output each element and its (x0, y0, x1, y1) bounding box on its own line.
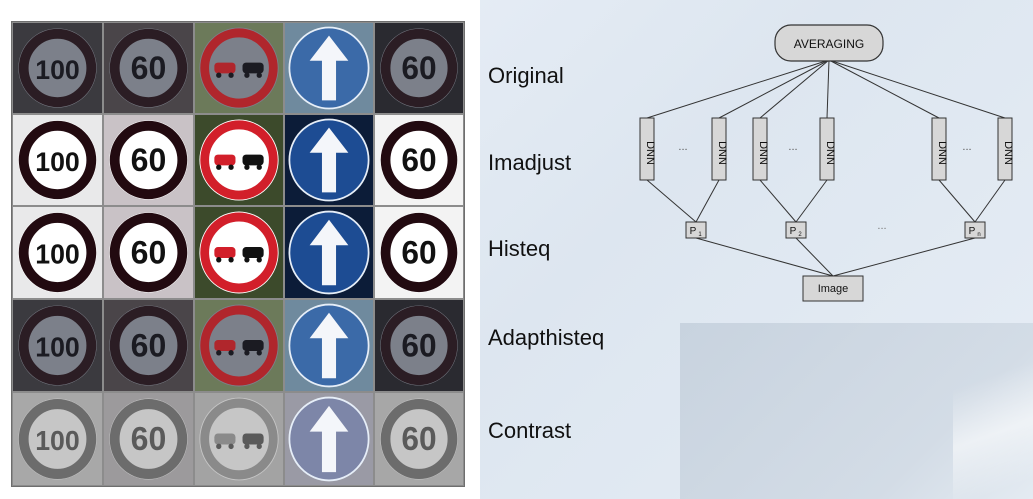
ellipsis-text: ... (788, 141, 797, 153)
svg-text:60: 60 (131, 50, 167, 86)
sign-image-r2-c5: 60 (375, 115, 463, 205)
image-node (802, 275, 864, 302)
sign-image-r1-c1: 100 (13, 23, 102, 113)
link-line (795, 179, 828, 223)
link-line (795, 237, 834, 277)
sign-image-r1-c5: 60 (375, 23, 463, 113)
image-label: Image (818, 283, 849, 295)
sign-image-r2-c4 (285, 115, 373, 205)
svg-text:60: 60 (401, 49, 436, 85)
dnn-label: DNN (1002, 141, 1014, 165)
sign-image-r5-c4 (285, 393, 373, 485)
preprocess-subscript: 2 (798, 232, 802, 238)
row-label-histeq: Histeq (488, 236, 551, 261)
link-line (828, 59, 1006, 119)
svg-text:100: 100 (35, 239, 80, 269)
dnn-label: DNN (716, 141, 728, 165)
grid-frame: 100 60 60 100 60 60 100 60 60 100 60 60 100 60 60 (12, 22, 464, 486)
link-line (759, 179, 797, 223)
row-label-contrast: Contrast (488, 418, 572, 443)
svg-text:100: 100 (35, 332, 80, 362)
row-label-imadjust: Imadjust (488, 150, 572, 175)
dnn-node (711, 117, 727, 181)
dnn-node (639, 117, 655, 181)
link-line (826, 59, 830, 119)
ensemble-diagram: AVERAGING DNN DNN DNN DNN DNN DNN............ P… (620, 0, 1033, 320)
dnn-node (752, 117, 768, 181)
preprocess-label: P (790, 226, 797, 237)
row-label-adapthisteq: Adapthisteq (488, 325, 605, 350)
svg-text:100: 100 (35, 147, 80, 177)
sign-image-r5-c2: 60 (104, 393, 193, 485)
averaging-label: AVERAGING (794, 37, 864, 51)
sign-image-r3-c3 (195, 207, 283, 298)
svg-text:60: 60 (401, 327, 436, 364)
dnn-node (997, 117, 1013, 181)
sign-image-r1-c3 (195, 23, 283, 113)
sign-image-r4-c1: 100 (13, 300, 102, 391)
svg-text:60: 60 (401, 141, 436, 177)
dnn-node (931, 117, 947, 181)
link-line (938, 179, 976, 223)
preprocess-node (964, 221, 986, 239)
preprocess-subscript: n (977, 232, 980, 238)
svg-text:100: 100 (35, 425, 80, 457)
sign-image-r4-c4 (285, 300, 373, 391)
preprocessing-labels: Original Imadjust Histeq Adapthisteq Con… (488, 0, 658, 499)
dnn-label: DNN (757, 141, 769, 165)
svg-text:60: 60 (131, 421, 167, 458)
link-line (718, 59, 830, 119)
background-stripe (953, 330, 1033, 499)
link-line (828, 59, 940, 119)
preprocess-node (685, 221, 707, 239)
link-line (759, 59, 830, 119)
svg-text:60: 60 (131, 142, 167, 178)
ensemble-diagram-svg: AVERAGING DNN DNN DNN DNN DNN DNN............ P… (639, 24, 1014, 302)
sign-image-r5-c5: 60 (375, 393, 463, 485)
link-line (974, 179, 1006, 223)
preprocess-label: P (690, 226, 697, 237)
sign-image-r2-c3 (195, 115, 283, 205)
ellipsis-text: ... (877, 220, 886, 232)
sign-image-r1-c2: 60 (104, 23, 193, 113)
link-line (646, 179, 697, 223)
sign-image-r4-c3 (195, 300, 283, 391)
dnn-label: DNN (824, 141, 836, 165)
link-line (695, 179, 720, 223)
ellipsis-text: ... (962, 141, 971, 153)
svg-text:60: 60 (401, 420, 436, 457)
link-line (695, 237, 834, 277)
link-line (646, 59, 830, 119)
svg-text:60: 60 (131, 234, 167, 270)
sign-image-r5-c1: 100 (13, 393, 102, 485)
preprocess-node (785, 221, 807, 239)
sign-image-r4-c5: 60 (375, 300, 463, 391)
link-line (832, 237, 976, 277)
sign-image-r2-c1: 100 (13, 115, 102, 205)
averaging-node (774, 24, 884, 62)
svg-text:60: 60 (401, 234, 436, 271)
sign-image-r3-c1: 100 (13, 207, 102, 298)
sign-image-r1-c4 (285, 23, 373, 113)
row-label-original: Original (488, 63, 564, 88)
sign-image-r2-c2: 60 (104, 115, 193, 205)
traffic-sign-grid: 100 60 60 100 60 60 100 60 60 100 60 60 100 60 60 (0, 0, 480, 499)
preprocess-label: P (969, 226, 976, 237)
sign-image-r5-c3 (195, 393, 283, 485)
dnn-label: DNN (644, 141, 656, 165)
svg-text:100: 100 (35, 55, 80, 85)
svg-text:60: 60 (131, 327, 167, 363)
sign-image-r3-c4 (285, 207, 373, 298)
sign-image-r3-c2: 60 (104, 207, 193, 298)
dnn-label: DNN (936, 141, 948, 165)
sign-image-r4-c2: 60 (104, 300, 193, 391)
ellipsis-text: ... (678, 141, 687, 153)
sign-image-r3-c5: 60 (375, 207, 463, 298)
dnn-node (819, 117, 835, 181)
preprocess-subscript: 1 (698, 232, 702, 238)
